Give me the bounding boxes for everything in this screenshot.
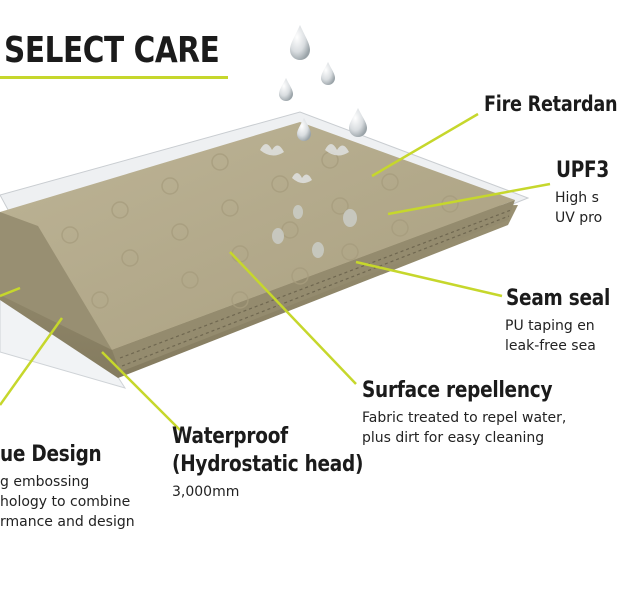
feature-diagram: SELECT CARE Fire Retardan UPF3 High s UV… <box>0 25 617 532</box>
fabric-bevel <box>0 212 112 350</box>
surface-repellency-description: Fabric treated to repel water, plus dirt… <box>362 408 566 448</box>
unique-line: rmance and design <box>0 514 135 530</box>
unique-line: hology to combine <box>0 494 131 510</box>
leader-lines <box>0 112 551 431</box>
seam-sealed-title: Seam seal <box>506 286 611 311</box>
seam-sealed-description: PU taping en leak-free sea <box>505 316 596 356</box>
embossed-pattern <box>61 151 459 309</box>
upf-line: High s <box>555 190 599 206</box>
water-drop-icon <box>260 25 367 258</box>
surface-repellency-title: Surface repellency <box>362 378 553 403</box>
upf-title: UPF3 <box>556 158 610 183</box>
waterproof-title: Waterproof <box>172 424 288 449</box>
fabric-swatch-illustration <box>0 25 551 431</box>
unique-design-description: g embossing hology to combine rmance and… <box>0 472 135 532</box>
fire-retardant-title: Fire Retardan <box>484 92 617 116</box>
title-underline <box>0 76 228 79</box>
upf-line: UV pro <box>555 210 603 226</box>
seam-band <box>112 200 515 372</box>
surface-line: Fabric treated to repel water, <box>362 410 567 426</box>
upf-description: High s UV pro <box>555 188 602 228</box>
page-title: SELECT CARE <box>4 30 220 71</box>
surface-line: plus dirt for easy cleaning <box>362 430 545 446</box>
waterproof-line: 3,000mm <box>172 484 240 500</box>
waterproof-description: 3,000mm <box>172 482 239 502</box>
waterproof-subtitle: (Hydrostatic head) <box>172 452 364 477</box>
unique-line: g embossing <box>0 474 90 490</box>
unique-design-title: ue Design <box>0 442 102 467</box>
seam-line: PU taping en <box>505 318 595 334</box>
seam-line: leak-free sea <box>505 338 596 354</box>
fabric-top <box>0 122 515 350</box>
